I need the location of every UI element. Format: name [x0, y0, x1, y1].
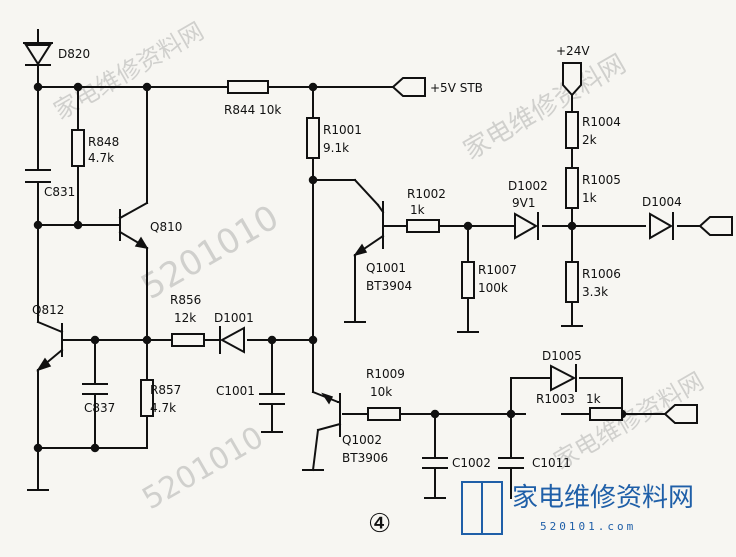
watermark-diagonal-cn: 家电维修资料网	[49, 17, 208, 125]
label-q810: Q810	[150, 220, 182, 234]
label-d820: D820	[58, 47, 90, 61]
label-r856: R856	[170, 293, 201, 307]
resistor-r1003: R1003 1k	[536, 392, 623, 421]
diode-d1002: D1002 9V1	[507, 179, 548, 240]
transistor-q810: Q810	[118, 201, 182, 250]
label-q812: Q812	[32, 303, 64, 317]
value-r1001: 9.1k	[323, 141, 349, 155]
type-q1001: BT3904	[366, 279, 412, 293]
label-d1004: D1004	[642, 195, 682, 209]
capacitor-c1002: C1002	[422, 456, 491, 470]
resistor-r1009: R1009 10k	[366, 367, 405, 421]
capacitor-c837: C837	[82, 383, 115, 415]
value-r1003: 1k	[586, 392, 601, 406]
diode-d1005: D1005	[542, 349, 582, 392]
connector-right-top	[698, 216, 733, 236]
value-r1006: 3.3k	[582, 285, 608, 299]
brand-url: 520101.com	[540, 520, 636, 533]
watermark-diagonal: 5201010	[137, 420, 270, 517]
capacitor-c831: C831	[25, 169, 75, 199]
label-r1003: R1003	[536, 392, 575, 406]
connector-right-bottom	[663, 404, 698, 424]
value-r848: 4.7k	[88, 151, 114, 165]
label-c1011: C1011	[532, 456, 571, 470]
value-r857: 4.7k	[150, 401, 176, 415]
label-r848: R848	[88, 135, 119, 149]
diode-d1004: D1004	[642, 195, 682, 240]
capacitor-c1011: C1011	[498, 456, 571, 470]
value-d1002: 9V1	[512, 196, 535, 210]
label-r1001: R1001	[323, 123, 362, 137]
value-r1004: 2k	[582, 133, 597, 147]
value-r856: 12k	[174, 311, 196, 325]
label-d1001: D1001	[214, 311, 254, 325]
resistor-r1002: R1002 1k	[406, 187, 446, 233]
resistor-r1007: R1007 100k	[461, 261, 517, 299]
value-r1009: 10k	[370, 385, 392, 399]
diode-d1001: D1001	[214, 311, 254, 354]
label-r857: R857	[150, 383, 181, 397]
label-r1009: R1009	[366, 367, 405, 381]
label-q1002: Q1002	[342, 433, 382, 447]
resistor-r1001: R1001 9.1k	[306, 117, 362, 159]
resistor-r848: R848 4.7k	[71, 129, 119, 167]
resistor-r844: R844 10k	[224, 80, 281, 117]
label-r1004: R1004	[582, 115, 621, 129]
connector-24v: +24V	[556, 44, 590, 97]
label-r844: R844 10k	[224, 103, 281, 117]
transistor-q1001: Q1001 BT3904	[353, 201, 412, 293]
label-c1002: C1002	[452, 456, 491, 470]
resistor-r1004: R1004 2k	[565, 111, 621, 149]
brand-name: 家电维修资料网	[512, 483, 694, 513]
label-r1007: R1007	[478, 263, 517, 277]
watermark-diagonal: 5201010	[135, 197, 286, 307]
resistor-r857: R857 4.7k	[140, 379, 181, 417]
type-q1002: BT3906	[342, 451, 388, 465]
label-24v: +24V	[556, 44, 590, 58]
transistor-q812: Q812	[32, 303, 64, 372]
label-r1006: R1006	[582, 267, 621, 281]
label-r1002: R1002	[407, 187, 446, 201]
connector-5v-stb: +5V STB	[391, 77, 483, 97]
value-r1005: 1k	[582, 191, 597, 205]
capacitor-c1001: C1001	[216, 384, 285, 405]
label-r1005: R1005	[582, 173, 621, 187]
figure-number-text: ④	[368, 509, 391, 539]
label-c837: C837	[84, 401, 115, 415]
watermark-diagonal-cn: 家电维修资料网	[459, 49, 632, 166]
diode-d820: D820	[23, 42, 90, 66]
resistor-r856: R856 12k	[170, 293, 205, 347]
value-r1007: 100k	[478, 281, 508, 295]
value-r1002: 1k	[410, 203, 425, 217]
label-c831: C831	[44, 185, 75, 199]
label-d1005: D1005	[542, 349, 582, 363]
brand-logo: 家电维修资料网 520101.com	[461, 481, 694, 535]
label-5v-stb: +5V STB	[430, 81, 483, 95]
transistor-q1002: Q1002 BT3906	[316, 392, 388, 465]
resistor-r1005: R1005 1k	[565, 167, 621, 209]
label-q1001: Q1001	[366, 261, 406, 275]
label-c1001: C1001	[216, 384, 255, 398]
resistor-r1006: R1006 3.3k	[565, 261, 621, 303]
label-d1002: D1002	[508, 179, 548, 193]
wires	[37, 29, 701, 499]
figure-number: ④	[368, 509, 391, 539]
